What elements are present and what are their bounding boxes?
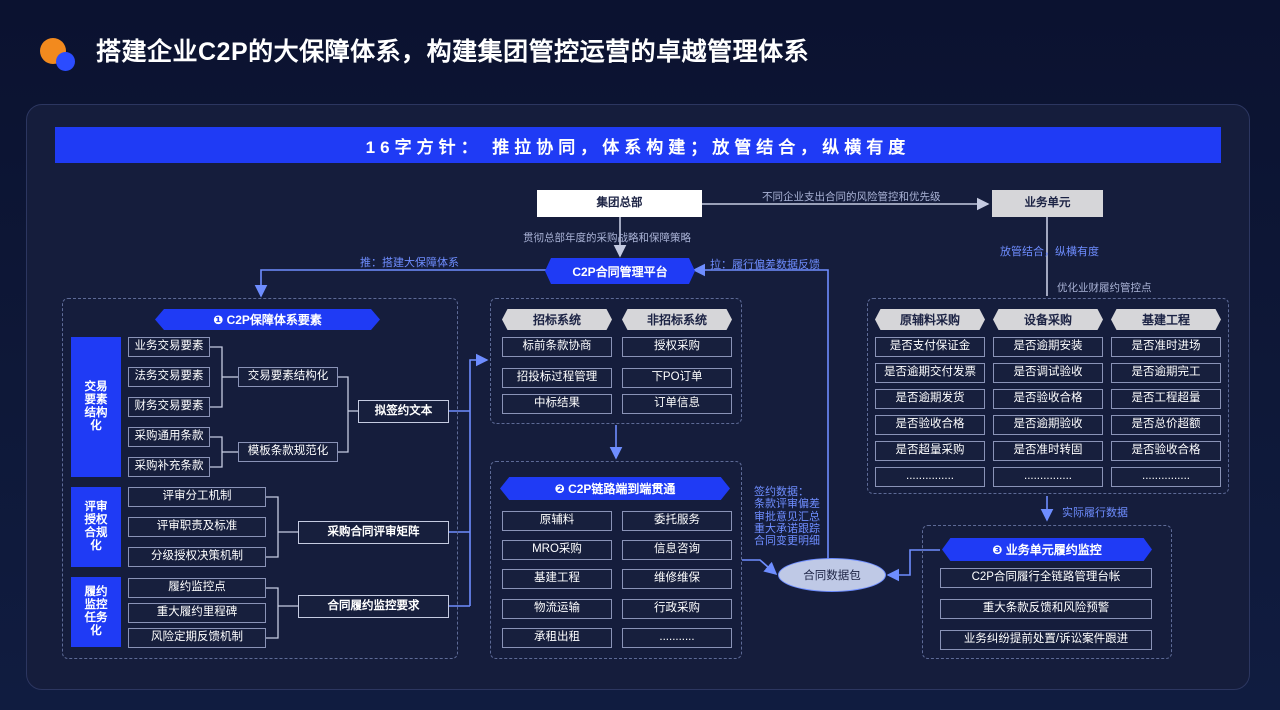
chain-item: 原辅料 <box>502 511 612 531</box>
checkpoint-item: 是否调试验收 <box>993 363 1103 383</box>
push-label: 推：搭建大保障体系 <box>360 257 459 269</box>
chain-header: ❷ C2P链路端到端贯通 <box>500 477 730 500</box>
chain-item: 基建工程 <box>502 569 612 589</box>
group-performance-label: 履约监控任务化 <box>71 577 121 647</box>
unit-monitor-header: ❸ 业务单元履约监控 <box>942 538 1152 561</box>
contract-data-package: 合同数据包 <box>778 558 886 592</box>
hq-to-unit-label: 不同企业支出合同的风险管控和优先级 <box>762 191 941 203</box>
output-monitor-req: 合同履约监控要求 <box>298 595 449 618</box>
nonbid-item: 订单信息 <box>622 394 732 414</box>
business-unit-box: 业务单元 <box>992 190 1103 217</box>
checkpoint-item: 是否工程超量 <box>1111 389 1221 409</box>
tab-equipment: 设备采购 <box>993 309 1103 330</box>
left-item: 评审分工机制 <box>128 487 266 507</box>
sign-data-item: 条款评审偏差 <box>754 498 820 511</box>
checkpoint-item: 是否支付保证金 <box>875 337 985 357</box>
page-title: 搭建企业C2P的大保障体系，构建集团管控运营的卓越管理体系 <box>96 38 810 66</box>
sign-data-item: 重大承诺跟踪 <box>754 522 820 535</box>
chain-item: ........... <box>622 628 732 648</box>
monitor-item: 重大条款反馈和风险预警 <box>940 599 1152 619</box>
unit-checkpoints-section <box>867 298 1229 494</box>
left-item: 业务交易要素 <box>128 337 210 357</box>
left-item: 分级授权决策机制 <box>128 547 266 567</box>
chain-item: 承租出租 <box>502 628 612 648</box>
chain-item: 信息咨询 <box>622 540 732 560</box>
left-section <box>62 298 458 659</box>
checkpoint-item: 是否验收合格 <box>993 389 1103 409</box>
chain-item: 行政采购 <box>622 599 732 619</box>
unit-down-label: 放管结合，纵横有度 <box>1000 246 1099 258</box>
chain-item: 委托服务 <box>622 511 732 531</box>
checkpoint-item: ............... <box>1111 467 1221 487</box>
sign-data-item: 审批意见汇总 <box>754 510 820 523</box>
chain-item: 物流运输 <box>502 599 612 619</box>
checkpoint-item: 是否逾期安装 <box>993 337 1103 357</box>
c2p-platform-box: C2P合同管理平台 <box>545 258 695 284</box>
chain-item: 维修维保 <box>622 569 732 589</box>
nonbid-item: 下PO订单 <box>622 368 732 388</box>
unit-monitor-section <box>922 525 1172 659</box>
logo-blue-dot <box>56 52 75 71</box>
tab-bidding: 招标系统 <box>502 309 612 330</box>
chain-section <box>490 461 742 659</box>
mid-structuring-box: 交易要素结构化 <box>238 367 338 387</box>
checkpoint-item: 是否验收合格 <box>875 415 985 435</box>
checkpoint-item: 是否总价超额 <box>1111 415 1221 435</box>
monitor-item: C2P合同履行全链路管理台帐 <box>940 568 1152 588</box>
checkpoint-item: 是否验收合格 <box>1111 441 1221 461</box>
checkpoint-item: 是否逾期交付发票 <box>875 363 985 383</box>
sign-data-note: 签约数据： 条款评审偏差 审批意见汇总 重大承诺跟踪 合同变更明细 <box>754 486 820 548</box>
output-review-matrix: 采购合同评审矩阵 <box>298 521 449 544</box>
checkpoint-item: 是否准时进场 <box>1111 337 1221 357</box>
checkpoint-item: 是否逾期验收 <box>993 415 1103 435</box>
left-item: 评审职责及标准 <box>128 517 266 537</box>
sign-data-item: 合同变更明细 <box>754 535 820 548</box>
checkpoint-item: ............... <box>875 467 985 487</box>
checkpoint-item: 是否超量采购 <box>875 441 985 461</box>
hq-down-label: 贯彻总部年度的采购战略和保障策略 <box>523 232 691 244</box>
group-review-label: 评审授权合规化 <box>71 487 121 567</box>
checkpoint-item: 是否逾期完工 <box>1111 363 1221 383</box>
bid-item: 中标结果 <box>502 394 612 414</box>
left-item: 采购通用条款 <box>128 427 210 447</box>
monitor-item: 业务纠纷提前处置/诉讼案件跟进 <box>940 630 1152 650</box>
left-section-header: ❶ C2P保障体系要素 <box>155 309 380 330</box>
checkpoint-item: 是否准时转固 <box>993 441 1103 461</box>
left-item: 重大履约里程碑 <box>128 603 266 623</box>
chain-item: MRO采购 <box>502 540 612 560</box>
checkpoint-item: 是否逾期发货 <box>875 389 985 409</box>
tab-nonbidding: 非招标系统 <box>622 309 732 330</box>
left-item: 法务交易要素 <box>128 367 210 387</box>
left-item: 履约监控点 <box>128 578 266 598</box>
left-item: 财务交易要素 <box>128 397 210 417</box>
nonbid-item: 授权采购 <box>622 337 732 357</box>
output-draft-text: 拟签约文本 <box>358 400 449 423</box>
tab-raw-material: 原辅料采购 <box>875 309 985 330</box>
bid-item: 招投标过程管理 <box>502 368 612 388</box>
policy-banner: 16字方针： 推拉协同，体系构建；放管结合，纵横有度 <box>55 127 1221 163</box>
sign-data-title: 签约数据： <box>754 486 809 498</box>
mid-template-box: 模板条款规范化 <box>238 442 338 462</box>
group-transaction-label: 交易要素结构化 <box>71 337 121 477</box>
actual-data-label: 实际履行数据 <box>1062 507 1128 519</box>
left-item: 采购补充条款 <box>128 457 210 477</box>
checkpoint-item: ............... <box>993 467 1103 487</box>
pull-label: 拉：履行偏差数据反馈 <box>710 259 820 271</box>
tab-infrastructure: 基建工程 <box>1111 309 1221 330</box>
unit-optimize-label: 优化业财履约管控点 <box>1057 282 1152 294</box>
bid-item: 标前条款协商 <box>502 337 612 357</box>
left-item: 风险定期反馈机制 <box>128 628 266 648</box>
procurement-system-section <box>490 298 742 424</box>
group-hq-box: 集团总部 <box>537 190 702 217</box>
